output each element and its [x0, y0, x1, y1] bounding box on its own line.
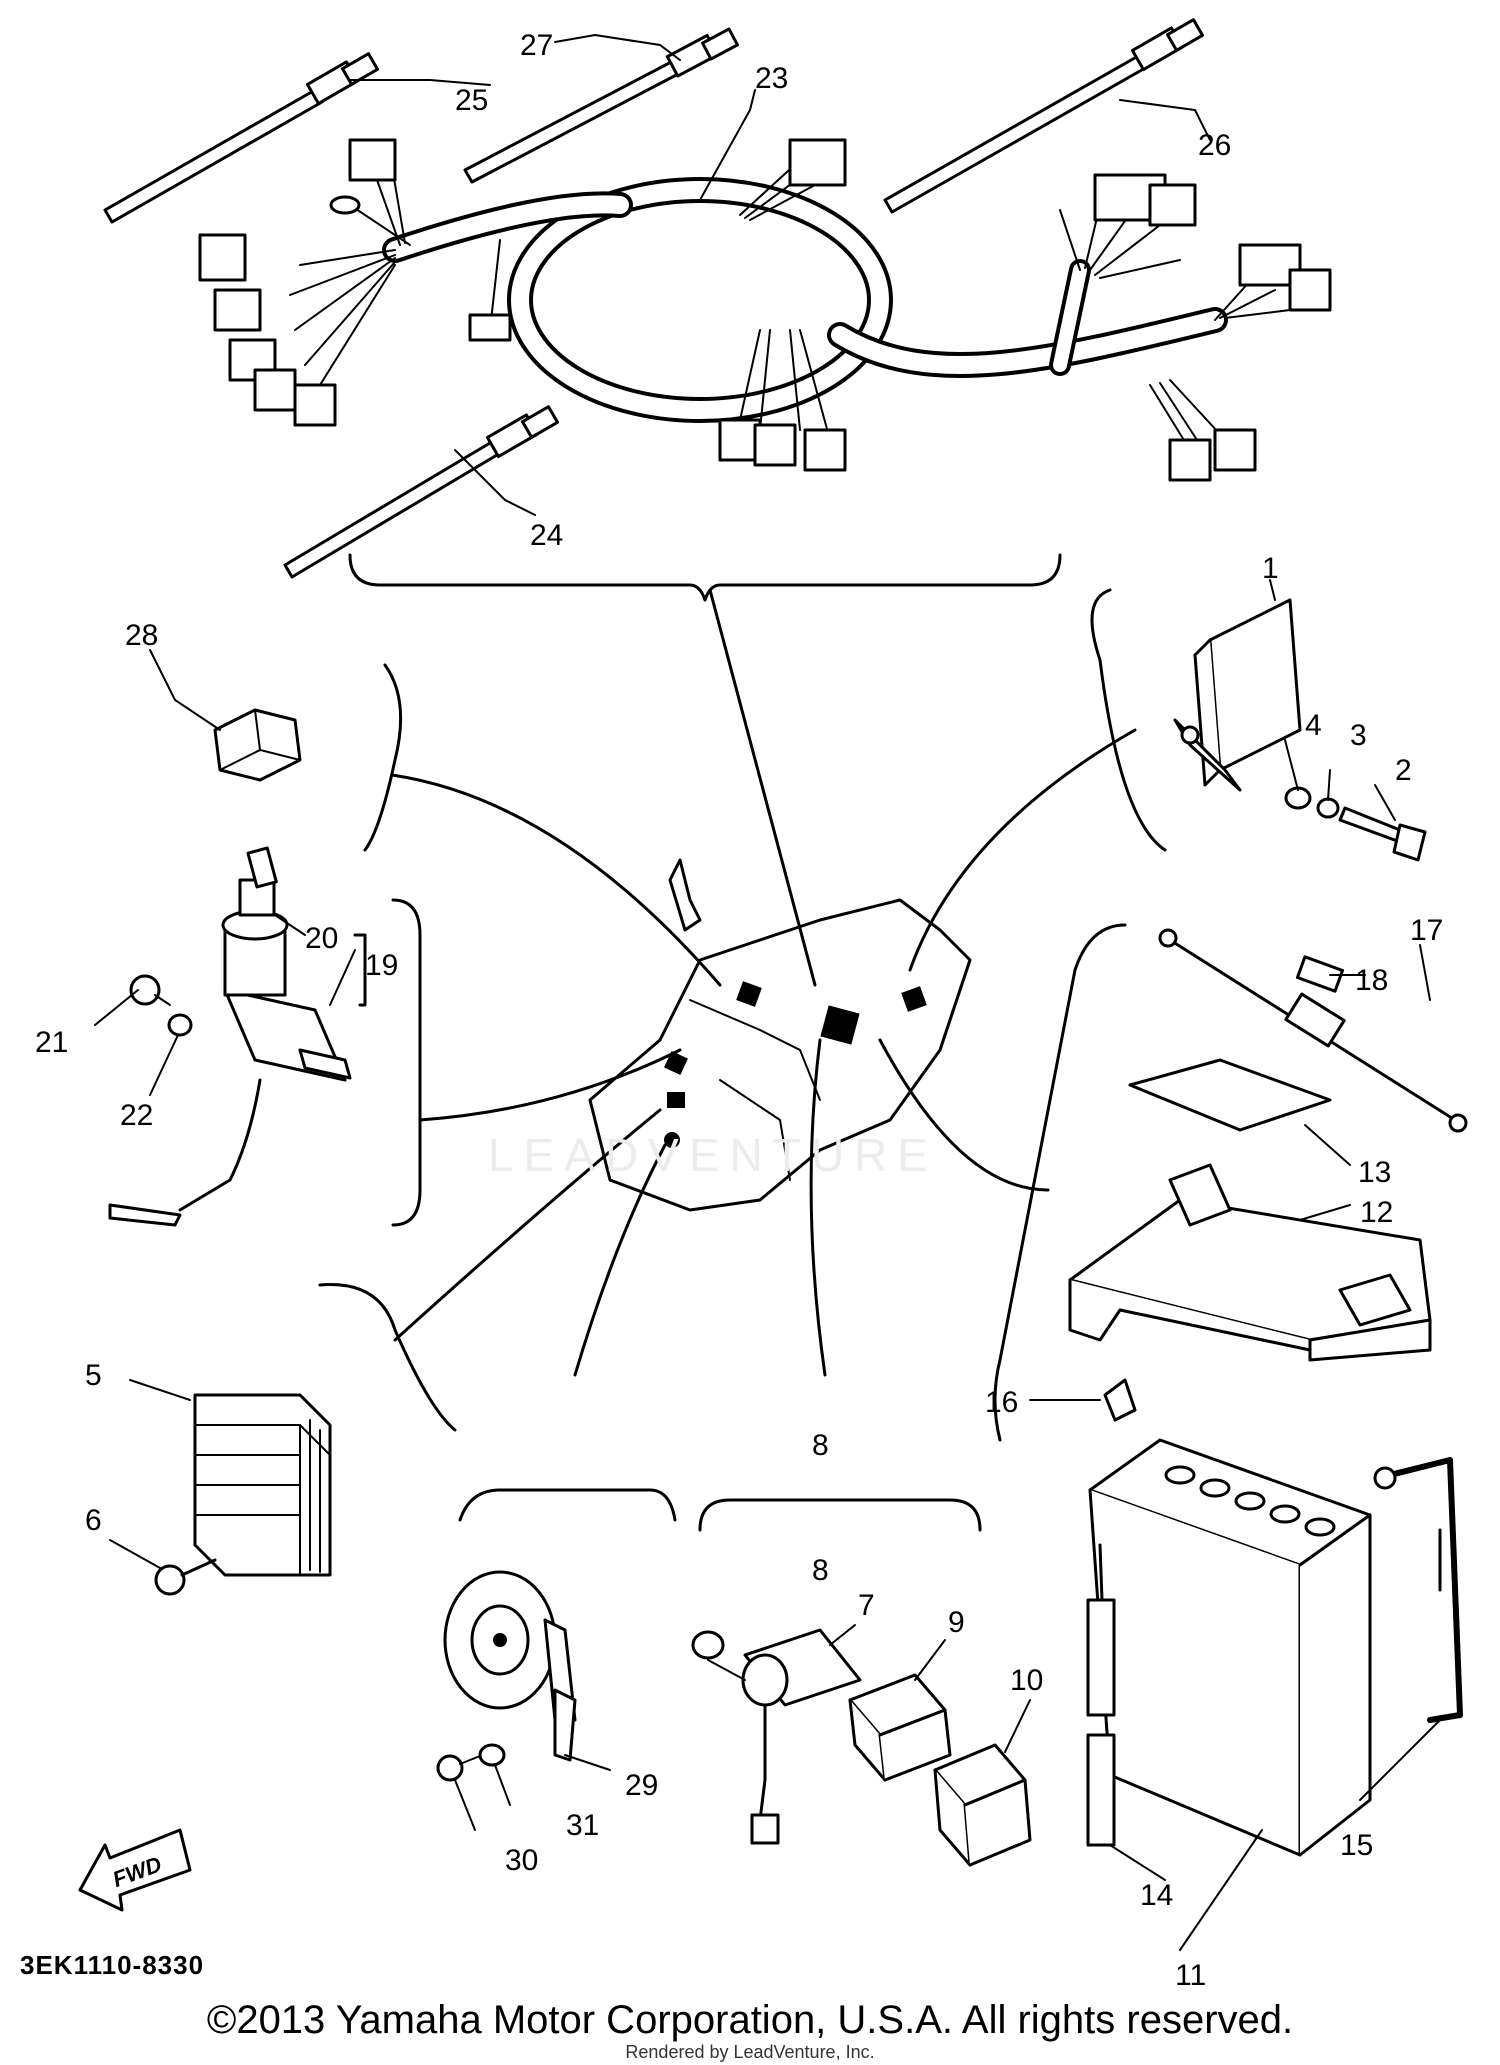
breather-pipe-14[interactable]: [1086, 1543, 1116, 1847]
washer-31[interactable]: [478, 1743, 506, 1767]
callout-8-lower: 8: [812, 1554, 829, 1587]
fuse-holder-17[interactable]: [1158, 928, 1468, 1133]
callout-24: 24: [530, 519, 563, 552]
washer-3[interactable]: [1316, 797, 1340, 819]
callout-14: 14: [1140, 1879, 1173, 1912]
callout-3: 3: [1350, 719, 1367, 752]
fuse-18[interactable]: [1295, 955, 1345, 993]
clip-16[interactable]: [1103, 1378, 1137, 1422]
callout-6: 6: [85, 1504, 102, 1537]
module-unit-1[interactable]: [1173, 598, 1302, 792]
callout-16: 16: [985, 1386, 1018, 1419]
callout-10: 10: [1010, 1664, 1043, 1697]
callout-17: 17: [1410, 914, 1443, 947]
battery-lead-15[interactable]: [1373, 1457, 1463, 1723]
callout-23: 23: [755, 62, 788, 95]
bolt-6[interactable]: [154, 1558, 217, 1596]
callout-5: 5: [85, 1359, 102, 1392]
cable-tie-24[interactable]: [283, 405, 559, 579]
battery-11[interactable]: [1088, 1438, 1372, 1857]
diagram-code: 3EK1110-8330: [20, 1950, 205, 1980]
cable-tie-26[interactable]: [883, 18, 1204, 214]
watermark: LEADVENTURE: [488, 1129, 938, 1181]
callout-12: 12: [1360, 1196, 1393, 1229]
callout-1: 1: [1262, 552, 1279, 585]
nut-8[interactable]: [691, 1630, 725, 1660]
callout-31: 31: [566, 1809, 599, 1842]
wire-harness[interactable]: [198, 138, 1332, 482]
bolt-2[interactable]: [1338, 806, 1427, 862]
horn-29[interactable]: [443, 1570, 577, 1762]
main-switch-19[interactable]: [108, 846, 352, 1227]
fwd-arrow: [78, 1828, 192, 1912]
cable-tie-27[interactable]: [463, 27, 739, 184]
callout-22: 22: [120, 1099, 153, 1132]
callout-8-upper: 8: [812, 1429, 829, 1462]
copyright-notice: ©2013 Yamaha Motor Corporation, U.S.A. A…: [206, 1998, 1294, 2042]
frame-outline: [588, 858, 972, 1212]
callout-19: 19: [365, 949, 398, 982]
screw-21[interactable]: [129, 974, 171, 1006]
callout-18: 18: [1355, 964, 1388, 997]
callout-4: 4: [1305, 709, 1322, 742]
callout-15: 15: [1340, 1829, 1373, 1862]
callout-7: 7: [858, 1589, 875, 1622]
callout-29: 29: [625, 1769, 658, 1802]
relay-9[interactable]: [848, 1673, 952, 1782]
leader-lines: [94, 33, 1441, 1951]
callout-13: 13: [1358, 1156, 1391, 1189]
callout-numbers: 1 2 3 4 5 6 7 8 8 9 10 11 12 13 14 15 16…: [35, 29, 1443, 1992]
callout-28: 28: [125, 619, 158, 652]
callout-26: 26: [1198, 129, 1231, 162]
rendered-by-notice: Rendered by LeadVenture, Inc.: [625, 2042, 875, 2062]
callout-21: 21: [35, 1026, 68, 1059]
callout-2: 2: [1395, 754, 1412, 787]
battery-label-13[interactable]: [1128, 1058, 1332, 1132]
callout-25: 25: [455, 84, 488, 117]
callout-30: 30: [505, 1844, 538, 1877]
callout-20: 20: [305, 922, 338, 955]
callout-9: 9: [948, 1606, 965, 1639]
washer-22[interactable]: [167, 1013, 193, 1037]
callout-27: 27: [520, 29, 553, 62]
callout-11: 11: [1175, 1959, 1206, 1992]
cable-tie-25[interactable]: [103, 52, 379, 224]
rectifier-regulator-5[interactable]: [193, 1393, 332, 1577]
part-28[interactable]: [213, 708, 302, 782]
relay-10[interactable]: [933, 1743, 1032, 1867]
screw-30[interactable]: [436, 1751, 491, 1782]
starter-relay-7[interactable]: [741, 1628, 862, 1845]
battery-cover-12[interactable]: [1068, 1163, 1432, 1362]
